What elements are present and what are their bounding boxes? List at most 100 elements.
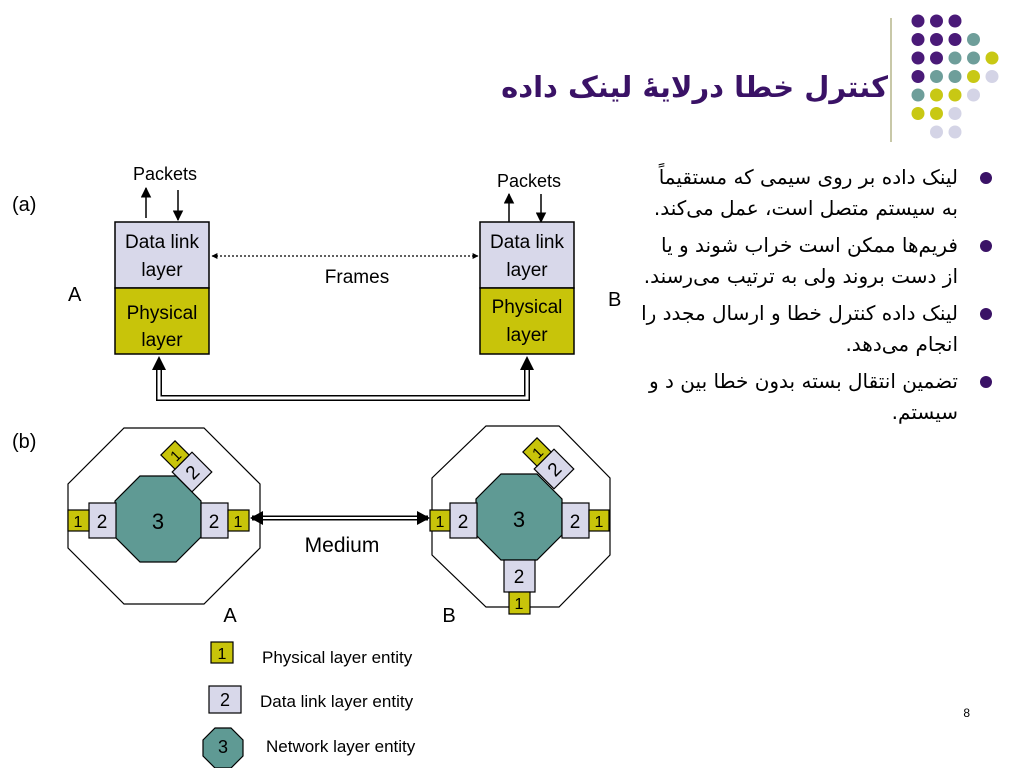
network-entity-number: 3: [152, 509, 164, 534]
protocol-diagram: (a) Packets Packets Data link layer Phys…: [12, 164, 621, 768]
bullet-item: لینک داده کنترل خطا و ارسال مجدد را انجا…: [640, 298, 992, 360]
decorative-dot: [948, 70, 962, 83]
physical-entity-number: 1: [234, 514, 243, 531]
physical-entity-number: 1: [595, 514, 604, 531]
bullet-item: فریم‌ها ممکن است خراب شوند و یا از دست ب…: [640, 230, 992, 292]
decorative-dot: [948, 107, 962, 120]
diagonal-stack-b: 2 1: [522, 437, 575, 490]
legend-physical-number: 1: [218, 646, 227, 663]
physical-entity-a-diag: [160, 440, 191, 471]
physical-layer-box-a: [114, 287, 210, 355]
datalink-entity-number: 2: [209, 512, 220, 533]
slide-title: کنترل خطا درلایهٔ لینک داده: [501, 70, 888, 104]
datalink-entity-number: 2: [570, 512, 581, 533]
data-link-label: Data link: [125, 232, 199, 253]
label-a: (a): [12, 194, 36, 216]
page-number: 8: [963, 706, 970, 720]
legend-datalink-number: 2: [220, 690, 230, 710]
bullet-text: لینک داده کنترل خطا و ارسال مجدد را انجا…: [641, 301, 958, 356]
title-divider: [890, 18, 892, 142]
bullet-item: تضمین انتقال بسته بدون خطا بین د و سیستم…: [640, 366, 992, 428]
data-link-label: Data link: [490, 232, 564, 253]
decorative-dot: [948, 88, 962, 102]
decorative-dot: [967, 51, 980, 65]
decorative-dot: [911, 14, 925, 28]
decorative-dot: [911, 88, 925, 102]
decorative-dot: [985, 51, 999, 65]
data-link-layer-box-a: [114, 221, 210, 289]
diagonal-stack-a: 2 1: [160, 440, 213, 493]
bullet-text: لینک داده بر روی سیمی که مستقیماً به سیس…: [653, 165, 958, 220]
decorative-dot: [911, 107, 925, 120]
legend-physical-swatch: [210, 641, 234, 664]
bullet-text: تضمین انتقال بسته بدون خطا بین د و سیستم…: [649, 369, 958, 424]
datalink-entity-b-bottom: [503, 559, 536, 593]
decorative-dot: [930, 88, 943, 102]
link-arrow-up-icon: [520, 356, 534, 370]
physical-entity-number: 1: [436, 514, 445, 531]
node-a-label: A: [68, 284, 82, 306]
data-link-label: layer: [506, 260, 548, 281]
physical-layer-box-b: [479, 287, 575, 355]
legend-network-number: 3: [218, 737, 228, 757]
physical-label: Physical: [492, 297, 563, 318]
physical-link-inner: [157, 368, 529, 400]
label-b: (b): [12, 431, 36, 453]
physical-entity-number: 1: [74, 514, 83, 531]
system-a-label: A: [223, 605, 237, 627]
bullet-item: لینک داده بر روی سیمی که مستقیماً به سیس…: [640, 162, 992, 224]
physical-entity-number: 1: [515, 596, 524, 613]
legend-network-label: Network layer entity: [266, 737, 416, 756]
medium-arrow-right-icon: [417, 511, 430, 525]
decorative-dot: [948, 125, 962, 139]
medium-arrow-left-icon: [250, 511, 263, 525]
decorative-dot: [930, 70, 943, 83]
bullet-dot-icon: [980, 308, 992, 320]
decorative-dot: [911, 70, 925, 83]
physical-entity-b-bottom: [508, 591, 531, 615]
bullet-dot-icon: [980, 172, 992, 184]
decorative-dot: [948, 14, 962, 28]
data-link-layer-box-b: [479, 221, 575, 289]
datalink-entity-number: 2: [97, 512, 108, 533]
legend-network-swatch: [202, 727, 244, 768]
decorative-dot: [930, 51, 943, 65]
physical-entity-a-right: [227, 509, 250, 532]
decorative-dot: [967, 88, 980, 102]
decorative-dot: [911, 51, 925, 65]
physical-label: layer: [141, 330, 183, 351]
decorative-dot: [930, 125, 943, 139]
decorative-dot: [930, 14, 943, 28]
datalink-entity-number: 2: [514, 567, 525, 588]
datalink-entity-number: 2: [458, 512, 469, 533]
bullet-list: لینک داده بر روی سیمی که مستقیماً به سیس…: [640, 162, 992, 434]
bullet-dot-icon: [980, 376, 992, 388]
bullet-dot-icon: [980, 240, 992, 252]
decorative-dot: [967, 70, 980, 83]
packets-label-right: Packets: [497, 171, 561, 191]
node-b-label: B: [608, 289, 621, 311]
decorative-dot: [930, 107, 943, 120]
bullet-text: فریم‌ها ممکن است خراب شوند و یا از دست ب…: [643, 233, 958, 288]
decorative-dot-grid: [911, 14, 999, 139]
legend-datalink-swatch: [208, 685, 242, 714]
decorative-dot: [930, 33, 943, 46]
decorative-dot: [967, 33, 980, 46]
decorative-dot: [911, 33, 925, 46]
legend-physical-label: Physical layer entity: [262, 648, 413, 667]
link-arrow-up-icon: [152, 356, 166, 370]
frames-label: Frames: [325, 267, 389, 288]
network-entity-number: 3: [513, 507, 525, 532]
system-b-label: B: [442, 605, 455, 627]
physical-entity-b-right: [588, 509, 610, 532]
datalink-entity-b-right: [561, 502, 590, 539]
decorative-dot: [985, 70, 999, 83]
physical-entity-b-diag: [522, 437, 553, 468]
physical-label: layer: [506, 325, 548, 346]
data-link-label: layer: [141, 260, 183, 281]
legend-datalink-label: Data link layer entity: [260, 692, 414, 711]
medium-label: Medium: [305, 534, 380, 557]
physical-entity-b-left: [429, 509, 451, 532]
physical-label: Physical: [127, 303, 198, 324]
physical-entity-a-left: [67, 509, 90, 532]
